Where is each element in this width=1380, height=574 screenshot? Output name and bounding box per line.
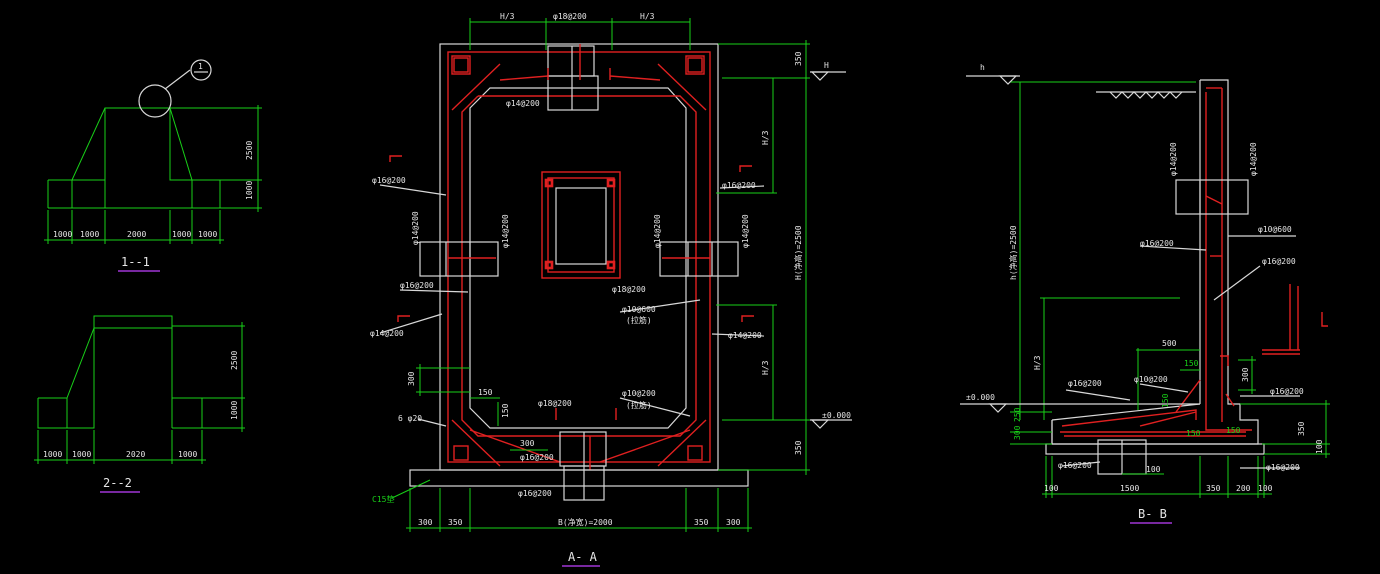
- small-dim: 300: [1013, 425, 1022, 440]
- rebar-label: φ10@600: [1258, 225, 1292, 234]
- small-dim-1: 300: [407, 371, 416, 386]
- dim-5: 1000: [198, 230, 217, 239]
- dim-height2: 1000: [230, 401, 239, 420]
- rebar-label: φ10@600: [622, 305, 656, 314]
- section-title-a-a: A- A: [568, 550, 598, 564]
- rebar-label: φ16@200: [1262, 257, 1296, 266]
- bottom-dim: 1500: [1120, 484, 1139, 493]
- dim-height: 2500: [230, 351, 239, 370]
- rebar-label: 6 φ20: [398, 414, 422, 423]
- top-dim-2: φ18@200: [553, 12, 587, 21]
- rebar-label: φ16@200: [1270, 387, 1304, 396]
- right-dim-3: H(净高)=2500: [793, 225, 803, 280]
- section-b-b: h(净高)=2500 H/3 ±0.000 h 250 300 500 150 …: [960, 63, 1330, 524]
- rebar-label: φ16@200: [518, 489, 552, 498]
- dim-height2: 1000: [245, 181, 254, 200]
- level-top: h: [980, 63, 985, 72]
- rebar-label: φ14@200: [501, 214, 510, 248]
- section-a-a: C15垫 H/3 φ18@200 H/3 350 H/3 H(净高)=2500 …: [370, 12, 852, 567]
- top-dim-3: H/3: [640, 12, 655, 21]
- bottom-dim-4: 350: [694, 518, 709, 527]
- rebar-label: φ16@200: [400, 281, 434, 290]
- bottom-dim-1: 300: [418, 518, 433, 527]
- dim-1: 1000: [53, 230, 72, 239]
- rebar-label: φ14@200: [370, 329, 404, 338]
- small-dim: 150: [1226, 426, 1241, 435]
- section-1-1: 1 2500 1000 1000 1000 2000 1000 1000 1--…: [44, 59, 262, 272]
- section-2-2: 2500 1000 1000 1000 2020 1000 2--2: [34, 315, 245, 493]
- rebar-label: φ14@200: [728, 331, 762, 340]
- small-dim: 150: [1186, 429, 1201, 438]
- bottom-dim: 350: [1206, 484, 1221, 493]
- right-dim-2: H/3: [761, 130, 770, 145]
- small-dim: 350: [1297, 421, 1306, 436]
- rebar-label: φ16@200: [372, 176, 406, 185]
- small-dim-3: 150: [501, 403, 510, 418]
- small-dim: 100: [1146, 465, 1161, 474]
- bottom-dim: 100: [1044, 484, 1059, 493]
- small-dim: 300: [1241, 367, 1250, 382]
- dim-2: 1000: [80, 230, 99, 239]
- right-dim-4: H/3: [761, 360, 770, 375]
- vert-dim: h(净高)=2500: [1008, 225, 1018, 280]
- dim-4: 1000: [172, 230, 191, 239]
- rebar-label: φ16@200: [520, 453, 554, 462]
- rebar-label: φ10@200: [622, 389, 656, 398]
- rebar-label: (拉筋): [626, 400, 652, 410]
- rebar-label: φ14@200: [506, 99, 540, 108]
- small-dim: 100: [1315, 439, 1324, 454]
- rebar-label: φ16@200: [1058, 461, 1092, 470]
- callout-number: 1: [198, 62, 203, 71]
- dim-3: 2000: [127, 230, 146, 239]
- small-dim: 250: [1013, 407, 1022, 422]
- dim-1: 1000: [43, 450, 62, 459]
- rebar-label: φ14@200: [411, 211, 420, 245]
- bottom-dim: 200: [1236, 484, 1251, 493]
- dim-height: 2500: [245, 141, 254, 160]
- small-dim: 150: [1184, 359, 1199, 368]
- small-dim: 150: [1161, 393, 1170, 408]
- right-dim-1: 350: [794, 51, 803, 66]
- rebar-label: φ10@200: [1134, 375, 1168, 384]
- section-title-1-1: 1--1: [121, 255, 150, 269]
- small-dim-2: 150: [478, 388, 493, 397]
- dim-2: 1000: [72, 450, 91, 459]
- bottom-dim-2: 350: [448, 518, 463, 527]
- rebar-label: φ14@200: [1169, 142, 1178, 176]
- small-dim: 500: [1162, 339, 1177, 348]
- section-title-b-b: B- B: [1138, 507, 1167, 521]
- right-dim-5: 350: [794, 440, 803, 455]
- detail-callout-icon: [190, 59, 212, 81]
- rebar-label: φ14@200: [741, 214, 750, 248]
- h3-dim: H/3: [1033, 355, 1042, 370]
- dim-3: 2020: [126, 450, 145, 459]
- top-dim-1: H/3: [500, 12, 515, 21]
- rebar-label: φ16@200: [1140, 239, 1174, 248]
- rebar-label: φ16@200: [1266, 463, 1300, 472]
- rebar-label: φ14@200: [1249, 142, 1258, 176]
- rebar-label: φ18@200: [538, 399, 572, 408]
- bottom-dim-3: B(净宽)=2000: [558, 517, 613, 527]
- rebar-label: (拉筋): [626, 315, 652, 325]
- level-zero: ±0.000: [966, 393, 995, 402]
- rebar-label: φ16@200: [722, 181, 756, 190]
- rebar-label: φ14@200: [653, 214, 662, 248]
- section-title-2-2: 2--2: [103, 476, 132, 490]
- bottom-dim: 100: [1258, 484, 1273, 493]
- bottom-dim-5: 300: [726, 518, 741, 527]
- concrete-label: C15垫: [372, 494, 394, 504]
- level-bottom: ±0.000: [822, 411, 851, 420]
- rebar-label: φ18@200: [612, 285, 646, 294]
- small-dim-4: 300: [520, 439, 535, 448]
- rebar-label: φ16@200: [1068, 379, 1102, 388]
- dim-4: 1000: [178, 450, 197, 459]
- level-top: H: [824, 61, 829, 70]
